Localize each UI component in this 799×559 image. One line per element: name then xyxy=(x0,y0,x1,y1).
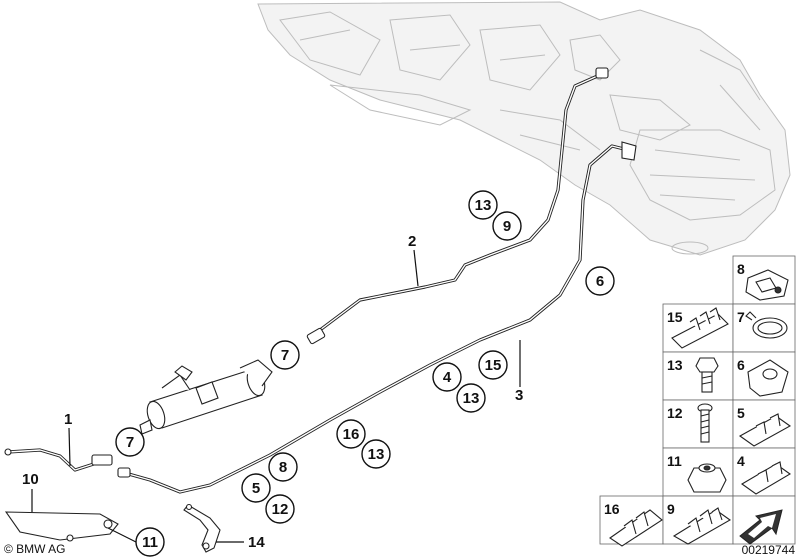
bracket xyxy=(183,503,221,553)
legend-cell-6: 6 xyxy=(732,351,796,401)
fuel-line-3 xyxy=(117,141,637,494)
label-1: 1 xyxy=(64,411,72,428)
copyright-text: © BMW AG xyxy=(4,542,66,556)
legend-cell-8: 8 xyxy=(732,255,796,305)
legend-cell-12: 12 xyxy=(662,399,734,449)
callout-8: 8 xyxy=(268,452,298,482)
double-clip-icon xyxy=(738,413,792,447)
svg-text:13: 13 xyxy=(667,357,683,373)
callout-9: 9 xyxy=(492,211,522,241)
svg-text:7: 7 xyxy=(281,347,289,364)
multi-clip-icon xyxy=(609,509,663,547)
parts-legend: 8 15 7 xyxy=(599,255,796,547)
line-connector xyxy=(621,141,637,161)
callout-12: 12 xyxy=(265,494,295,524)
nut-icon xyxy=(687,463,727,493)
multi-clip-icon xyxy=(671,307,729,349)
callout-13: 13 xyxy=(456,383,486,413)
legend-cell-15: 15 xyxy=(662,303,734,353)
clip-icon xyxy=(745,269,789,301)
svg-text:5: 5 xyxy=(737,405,745,421)
heat-shield xyxy=(4,511,119,542)
callout-7: 7 xyxy=(270,340,300,370)
hose-clamp-icon xyxy=(745,311,788,339)
svg-text:11: 11 xyxy=(667,453,682,469)
svg-text:4: 4 xyxy=(443,369,452,386)
line-connector xyxy=(595,67,609,79)
arrow-icon xyxy=(739,509,783,545)
fuel-filter xyxy=(139,359,273,435)
legend-cell-5: 5 xyxy=(732,399,796,449)
legend-cell-9: 9 xyxy=(662,495,734,545)
double-clip-icon xyxy=(740,461,792,495)
svg-text:13: 13 xyxy=(475,197,492,214)
svg-text:13: 13 xyxy=(463,390,480,407)
legend-cell-arrow xyxy=(732,495,796,545)
svg-text:7: 7 xyxy=(126,434,134,451)
fuel-line-2 xyxy=(306,67,609,345)
svg-text:5: 5 xyxy=(252,480,260,497)
line-connector xyxy=(306,327,326,345)
svg-text:8: 8 xyxy=(737,261,745,277)
svg-text:9: 9 xyxy=(667,501,675,517)
callout-5: 5 xyxy=(241,473,271,503)
svg-text:11: 11 xyxy=(142,534,158,551)
hex-bolt-icon xyxy=(695,357,719,393)
svg-text:13: 13 xyxy=(368,446,385,463)
legend-cell-11: 11 xyxy=(662,447,734,497)
legend-cell-4: 4 xyxy=(732,447,796,497)
svg-text:12: 12 xyxy=(667,405,683,421)
callout-7: 7 xyxy=(115,427,145,457)
callout-13: 13 xyxy=(468,190,498,220)
callout-13: 13 xyxy=(361,439,391,469)
svg-text:4: 4 xyxy=(737,453,745,469)
multi-clip-icon xyxy=(672,507,732,545)
svg-text:15: 15 xyxy=(667,309,683,325)
callout-16: 16 xyxy=(336,419,366,449)
label-2: 2 xyxy=(408,233,416,250)
svg-text:7: 7 xyxy=(737,309,745,325)
svg-text:8: 8 xyxy=(279,459,287,476)
svg-text:6: 6 xyxy=(596,273,604,290)
svg-text:16: 16 xyxy=(604,501,620,517)
callout-4: 4 xyxy=(432,362,462,392)
callout-15: 15 xyxy=(478,350,508,380)
vehicle-underbody-ghost xyxy=(257,1,791,256)
callout-11: 11 xyxy=(135,527,165,557)
label-14: 14 xyxy=(248,534,265,551)
clip-icon xyxy=(747,359,789,397)
svg-text:9: 9 xyxy=(503,218,511,235)
legend-cell-13: 13 xyxy=(662,351,734,401)
svg-text:6: 6 xyxy=(737,357,745,373)
label-3: 3 xyxy=(515,387,523,404)
callouts: 13 9 7 7 6 15 4 13 16 13 8 5 12 11 xyxy=(107,190,615,557)
svg-text:15: 15 xyxy=(485,357,502,374)
line-connector xyxy=(117,467,131,478)
line-connector xyxy=(91,454,113,466)
diagram-id: 00219744 xyxy=(742,543,796,557)
screw-icon xyxy=(697,403,713,443)
legend-cell-7: 7 xyxy=(732,303,796,353)
svg-text:12: 12 xyxy=(272,501,289,518)
plain-labels: 2 3 1 10 14 xyxy=(22,233,523,551)
svg-text:16: 16 xyxy=(343,426,360,443)
callout-6: 6 xyxy=(585,266,615,296)
label-10: 10 xyxy=(22,471,39,488)
fuel-line-1 xyxy=(4,448,113,472)
legend-cell-16: 16 xyxy=(599,495,664,547)
